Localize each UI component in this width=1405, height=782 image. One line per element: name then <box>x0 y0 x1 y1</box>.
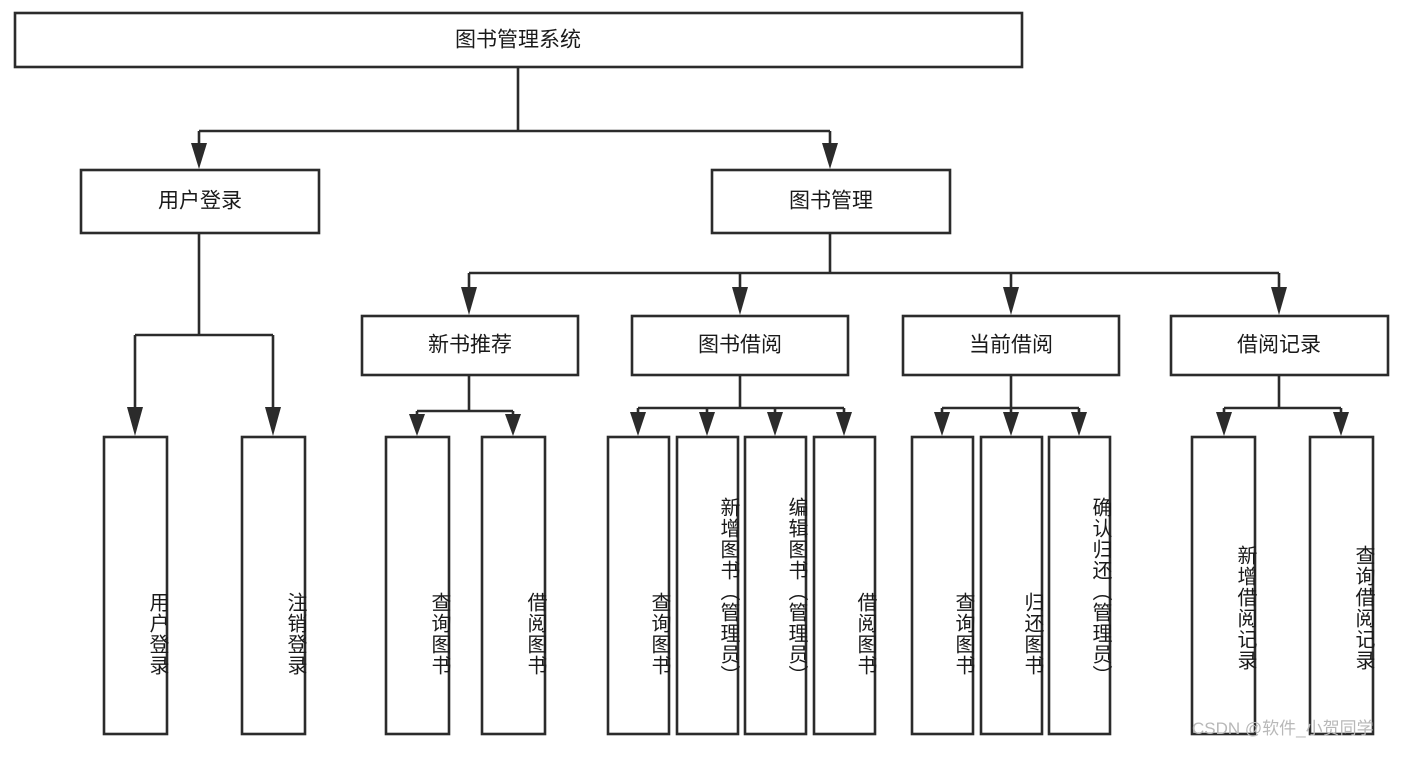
node-root-label: 图书管理系统 <box>455 29 581 52</box>
leaf-box-book-borrow-1[interactable] <box>675 435 740 736</box>
arrow-root-to-book-mgmt <box>822 143 838 169</box>
leaf-box-user-login-1[interactable] <box>240 435 307 736</box>
node-new-book-recommend-box[interactable] <box>360 314 580 377</box>
node-current-borrow-box[interactable] <box>901 314 1121 377</box>
leaf-box-borrow-record-1[interactable] <box>1308 435 1375 736</box>
node-book-management-box[interactable] <box>710 168 952 235</box>
arrow-userlogin-leaf-2 <box>265 407 281 436</box>
flowchart-diagram: 图书管理系统 用户登录 图书管理 新书推荐 图书借阅 当前借阅 借阅记录 <box>13 11 1390 738</box>
node-borrow-record-box[interactable] <box>1169 314 1390 377</box>
arrow-currentborrow-leaf-1 <box>934 412 950 436</box>
arrow-bookmgmt-to-borrow-record <box>1271 287 1287 315</box>
connector-layer <box>127 67 1349 436</box>
node-current-borrow-label: 当前借阅 <box>969 334 1053 357</box>
node-new-book-recommend-label: 新书推荐 <box>428 334 512 357</box>
watermark: CSDN @软件_小贺同学 <box>1192 719 1374 738</box>
arrow-root-to-user-login <box>191 143 207 169</box>
arrow-borrowrecord-leaf-2 <box>1333 412 1349 436</box>
leaf-box-current-borrow-2[interactable] <box>1047 435 1112 736</box>
arrow-bookmgmt-to-book-borrow <box>732 287 748 315</box>
node-user-login[interactable]: 用户登录 <box>79 168 321 235</box>
leaf-box-new-book-1[interactable] <box>480 435 547 736</box>
leaf-box-book-borrow-2[interactable] <box>743 435 808 736</box>
leaf-boxes-current-borrow <box>910 435 1112 736</box>
arrow-bookborrow-leaf-2 <box>699 412 715 436</box>
arrow-currentborrow-leaf-3 <box>1071 412 1087 436</box>
node-borrow-record-label: 借阅记录 <box>1237 334 1321 357</box>
leaf-boxes-new-book-recommend <box>384 435 547 736</box>
arrow-bookborrow-leaf-1 <box>630 412 646 436</box>
arrow-bookborrow-leaf-3 <box>767 412 783 436</box>
arrow-userlogin-leaf-1 <box>127 407 143 436</box>
leaf-boxes-borrow-record <box>1190 435 1375 736</box>
arrow-currentborrow-leaf-2 <box>1003 412 1019 436</box>
node-borrow-record[interactable]: 借阅记录 <box>1169 314 1390 377</box>
node-book-management-label: 图书管理 <box>789 190 873 213</box>
arrow-bookmgmt-to-current-borrow <box>1003 287 1019 315</box>
node-book-borrow-label: 图书借阅 <box>698 334 782 357</box>
leaf-boxes-book-borrow <box>606 435 877 736</box>
arrow-bookmgmt-to-new-book <box>461 287 477 315</box>
diagram-canvas: 图书管理系统 用户登录 图书管理 新书推荐 图书借阅 当前借阅 借阅记录 <box>13 11 1390 736</box>
arrow-bookborrow-leaf-4 <box>836 412 852 436</box>
leaf-box-book-borrow-0[interactable] <box>606 435 671 736</box>
node-user-login-label: 用户登录 <box>158 190 242 213</box>
leaf-box-user-login-0[interactable] <box>102 435 169 736</box>
arrow-newbook-leaf-1 <box>409 414 425 436</box>
node-book-management[interactable]: 图书管理 <box>710 168 952 235</box>
arrow-borrowrecord-leaf-1 <box>1216 412 1232 436</box>
node-new-book-recommend[interactable]: 新书推荐 <box>360 314 580 377</box>
node-current-borrow[interactable]: 当前借阅 <box>901 314 1121 377</box>
leaf-box-borrow-record-0[interactable] <box>1190 435 1257 736</box>
node-user-login-box[interactable] <box>79 168 321 235</box>
node-book-borrow[interactable]: 图书借阅 <box>630 314 850 377</box>
leaf-box-new-book-0[interactable] <box>384 435 451 736</box>
leaf-box-book-borrow-3[interactable] <box>812 435 877 736</box>
arrow-newbook-leaf-2 <box>505 414 521 436</box>
leaf-boxes-user-login <box>102 435 307 736</box>
leaf-box-current-borrow-1[interactable] <box>979 435 1044 736</box>
leaf-box-current-borrow-0[interactable] <box>910 435 975 736</box>
node-book-borrow-box[interactable] <box>630 314 850 377</box>
node-root-box[interactable] <box>13 11 1024 69</box>
node-root[interactable]: 图书管理系统 <box>13 11 1024 69</box>
